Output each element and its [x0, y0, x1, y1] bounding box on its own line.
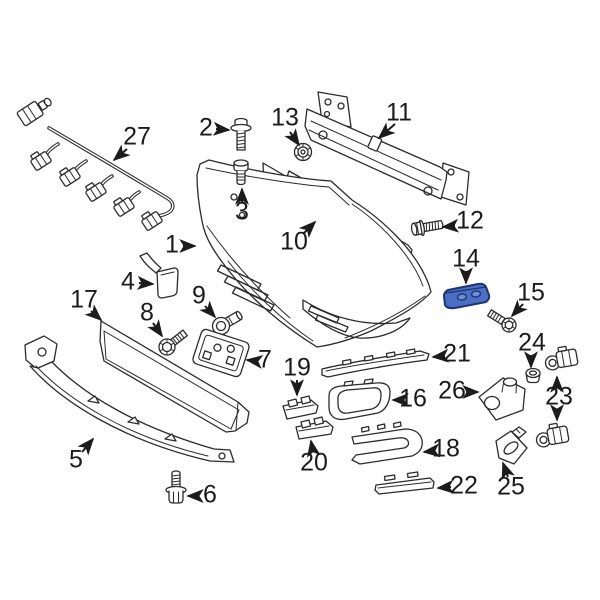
- callout-17-label[interactable]: 17: [70, 286, 98, 314]
- part-9-shoulder-bolt[interactable]: [211, 310, 244, 336]
- callout-12-arrow: [441, 218, 460, 233]
- part-15-screw[interactable]: [486, 309, 517, 333]
- part-27-wiring-harness[interactable]: [16, 94, 175, 232]
- callout-21-arrow: [431, 348, 450, 363]
- callout-4-arrow: [136, 275, 155, 290]
- part-4-tow-hook-cover[interactable]: [139, 252, 179, 299]
- callout-8-label[interactable]: 8: [140, 299, 154, 327]
- part-26-sensor-bracket[interactable]: [478, 377, 526, 421]
- callout-10-label[interactable]: 10: [280, 228, 308, 256]
- callout-6-label[interactable]: 6: [203, 481, 217, 509]
- callout-14-label[interactable]: 14: [452, 245, 480, 273]
- callout-11-label[interactable]: 11: [386, 99, 412, 127]
- part-11-impact-bar[interactable]: [304, 91, 470, 206]
- part-17-lower-grille[interactable]: [99, 320, 250, 433]
- callout-3-label[interactable]: 3: [235, 198, 249, 226]
- part-19-bracket[interactable]: [282, 395, 319, 420]
- callout-21-label[interactable]: 21: [443, 340, 471, 368]
- callout-7-arrow: [245, 355, 264, 369]
- harness-main-connector: [16, 97, 52, 127]
- callout-10-arrow: [298, 220, 317, 239]
- part-5-lower-valance[interactable]: [24, 335, 235, 463]
- part-13-nut[interactable]: [293, 142, 313, 162]
- callout-2-arrow: [212, 121, 231, 136]
- callout-15-arrow: [510, 299, 528, 318]
- callout-20-label[interactable]: 20: [300, 449, 328, 477]
- callout-26-label[interactable]: 26: [438, 377, 466, 405]
- callout-20-arrow: [306, 439, 321, 458]
- callout-8-arrow: [147, 319, 163, 338]
- callout-2-label[interactable]: 2: [199, 114, 213, 142]
- callout-5-label[interactable]: 5: [69, 446, 83, 474]
- callout-24-label[interactable]: 24: [518, 329, 546, 357]
- part-8-screw[interactable]: [158, 329, 188, 356]
- callout-16-label[interactable]: 16: [399, 385, 427, 413]
- part-14-tow-eye-cover-highlighted[interactable]: [443, 282, 491, 310]
- part-20-bracket[interactable]: [295, 416, 334, 440]
- part-18-fog-trim[interactable]: [351, 421, 423, 465]
- callout-12-label[interactable]: 12: [456, 207, 484, 235]
- callout-27-arrow: [112, 144, 131, 162]
- part-3-fastener[interactable]: [233, 159, 249, 186]
- part-24-grommet[interactable]: [525, 367, 541, 384]
- bumper-left-vent-slats: [216, 264, 275, 312]
- callout-labels: 1 2 3 4 5 6 7 8 9 10 11 12 13 14 15 16 1…: [69, 99, 573, 509]
- callout-15-label[interactable]: 15: [517, 279, 545, 307]
- callout-19-label[interactable]: 19: [283, 354, 311, 382]
- callout-18-label[interactable]: 18: [432, 435, 460, 463]
- part-25-sensor-bracket[interactable]: [495, 426, 528, 465]
- part-21-trim-strip[interactable]: [321, 348, 430, 378]
- part-12-bolt[interactable]: [410, 217, 444, 237]
- callout-4-label[interactable]: 4: [121, 268, 135, 296]
- callout-23-label[interactable]: 23: [545, 383, 573, 411]
- part-1-bumper-cover[interactable]: [196, 159, 432, 348]
- callout-9-label[interactable]: 9: [192, 282, 206, 310]
- callout-9-arrow: [199, 300, 217, 319]
- callout-1-label[interactable]: 1: [165, 231, 179, 259]
- callout-arrows: [77, 121, 564, 503]
- callout-18-arrow: [422, 443, 441, 458]
- impact-bar-clip: [367, 135, 383, 152]
- callout-13-label[interactable]: 13: [271, 104, 299, 132]
- callout-11-arrow: [377, 122, 396, 140]
- part-2-bolt[interactable]: [230, 117, 252, 151]
- callout-17-arrow: [84, 304, 103, 322]
- bumper-lower-vent: [302, 299, 411, 339]
- callout-22-label[interactable]: 22: [450, 472, 478, 500]
- part-6-bolt[interactable]: [165, 470, 187, 504]
- part-7-license-bracket[interactable]: [192, 328, 251, 378]
- callout-27-label[interactable]: 27: [123, 123, 151, 151]
- part-22-trim-strip[interactable]: [374, 471, 435, 495]
- callout-22-arrow: [436, 479, 455, 494]
- callout-5-arrow: [77, 437, 95, 456]
- callout-25-label[interactable]: 25: [497, 473, 525, 501]
- part-16-fog-bezel[interactable]: [328, 378, 391, 421]
- callout-13-arrow: [284, 128, 300, 147]
- callout-25-arrow: [501, 461, 515, 481]
- callout-7-label[interactable]: 7: [258, 346, 272, 374]
